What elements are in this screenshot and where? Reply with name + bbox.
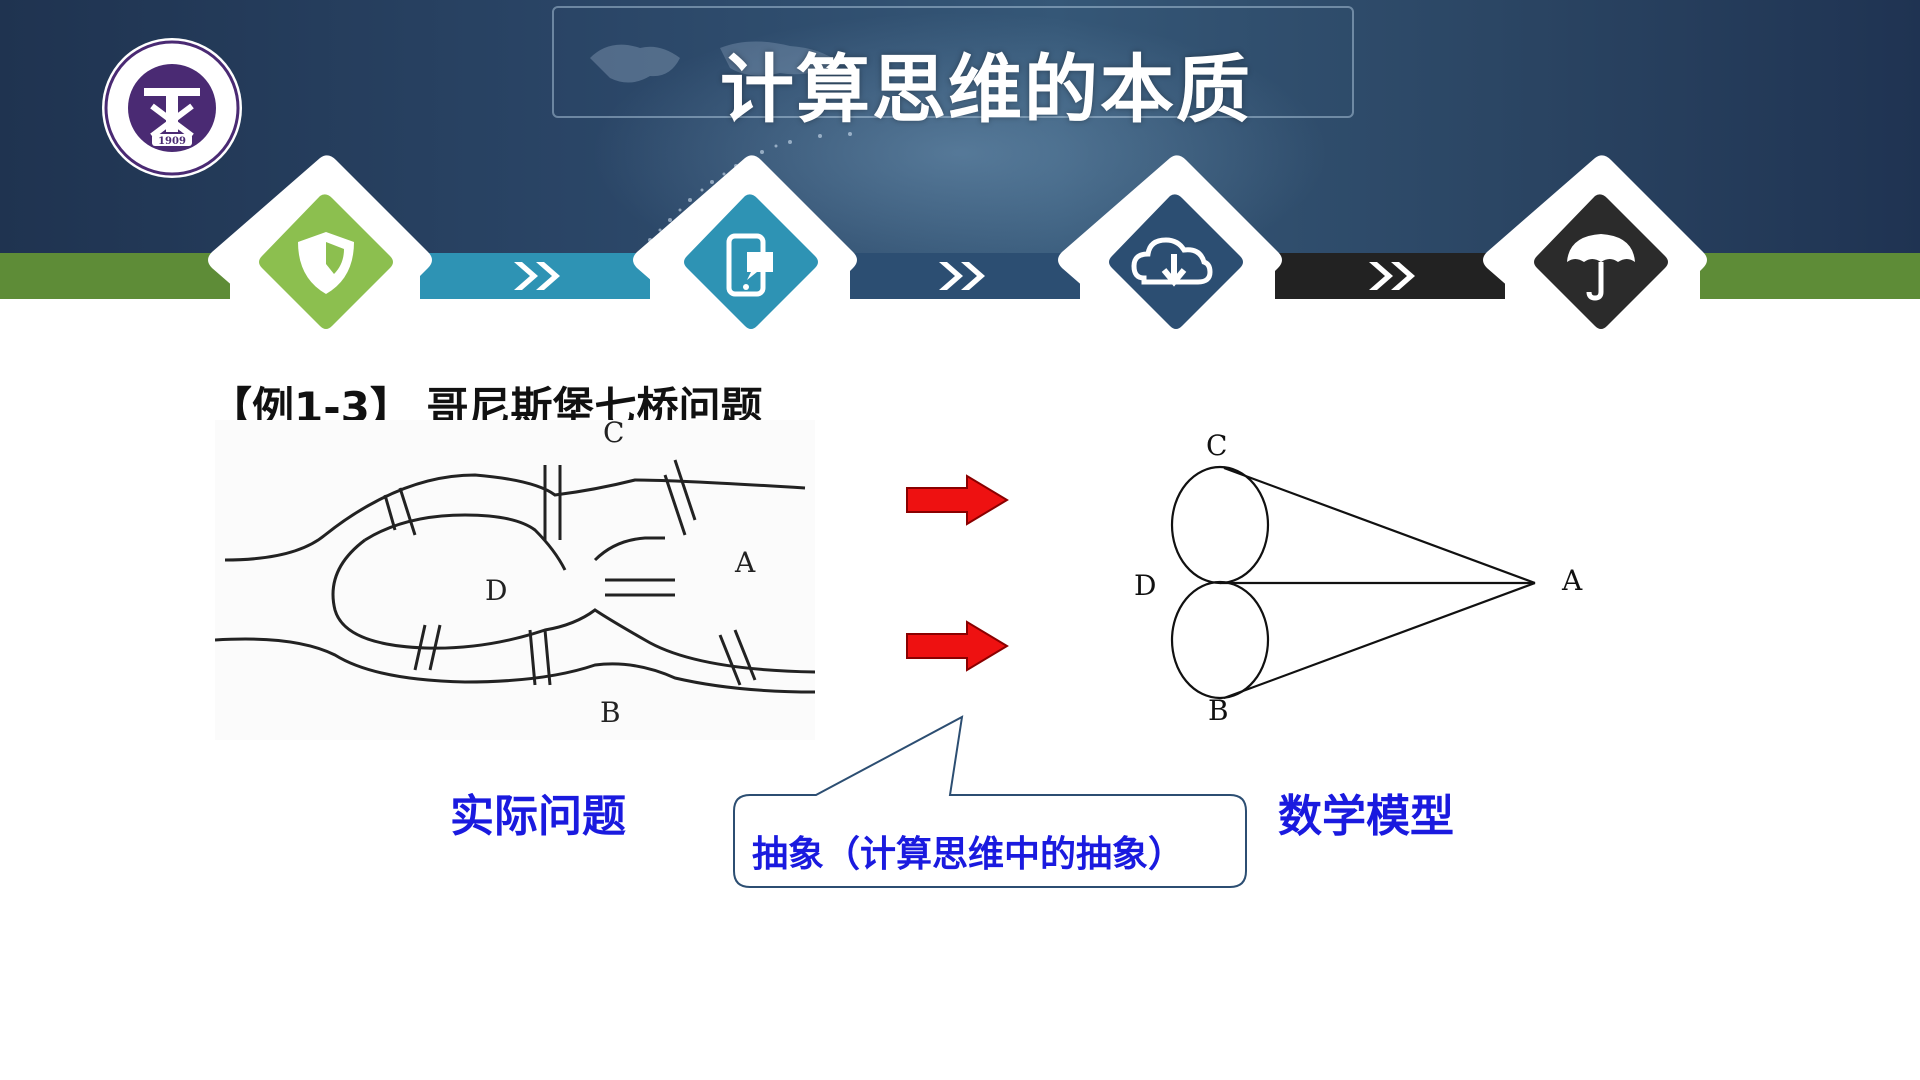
umbrella-icon <box>1567 234 1635 301</box>
page-title: 计算思维的本质 <box>720 47 1252 133</box>
logo-year: 1909 <box>158 136 186 147</box>
navy-bar-segment <box>850 253 1080 299</box>
step-diamond-3 <box>1058 155 1282 365</box>
sketch-label-d: D <box>485 574 507 607</box>
callout-bubble <box>733 715 1247 888</box>
sketch-label-a: A <box>734 546 756 579</box>
chevron-double-icon <box>939 262 985 290</box>
cloud-download-icon <box>1131 237 1213 287</box>
konigsberg-sketch: C A D B <box>215 420 815 740</box>
red-arrow-icon <box>906 474 1009 526</box>
graph-label-b: B <box>1208 694 1229 727</box>
chevron-double-icon <box>514 262 560 290</box>
green-bar-right <box>1700 253 1920 299</box>
callout-text: 抽象（计算思维中的抽象） <box>752 834 1185 875</box>
green-bar-left <box>0 253 230 299</box>
chevron-double-icon <box>1369 262 1415 290</box>
caption-math-model: 数学模型 <box>1278 791 1454 842</box>
university-logo: 1909 <box>102 38 242 178</box>
world-map-decoration <box>590 41 840 83</box>
caption-real-problem: 实际问题 <box>450 791 626 842</box>
step-diamond-4 <box>1483 155 1707 365</box>
title-frame <box>552 6 1354 118</box>
graph-label-d: D <box>1134 569 1156 602</box>
phone-chat-icon <box>726 233 773 297</box>
graph-model: C D A B <box>1134 429 1583 727</box>
shield-icon <box>298 232 354 294</box>
sketch-label-c: C <box>603 420 624 449</box>
header-banner: 1909 计算思维的本质 <box>0 0 1920 255</box>
sketch-label-b: B <box>600 696 621 729</box>
step-diamond-1 <box>208 155 432 365</box>
red-arrow-icon <box>906 620 1009 672</box>
graph-label-a: A <box>1561 564 1583 597</box>
graph-label-c: C <box>1206 429 1227 462</box>
step-diamond-2 <box>633 155 857 365</box>
